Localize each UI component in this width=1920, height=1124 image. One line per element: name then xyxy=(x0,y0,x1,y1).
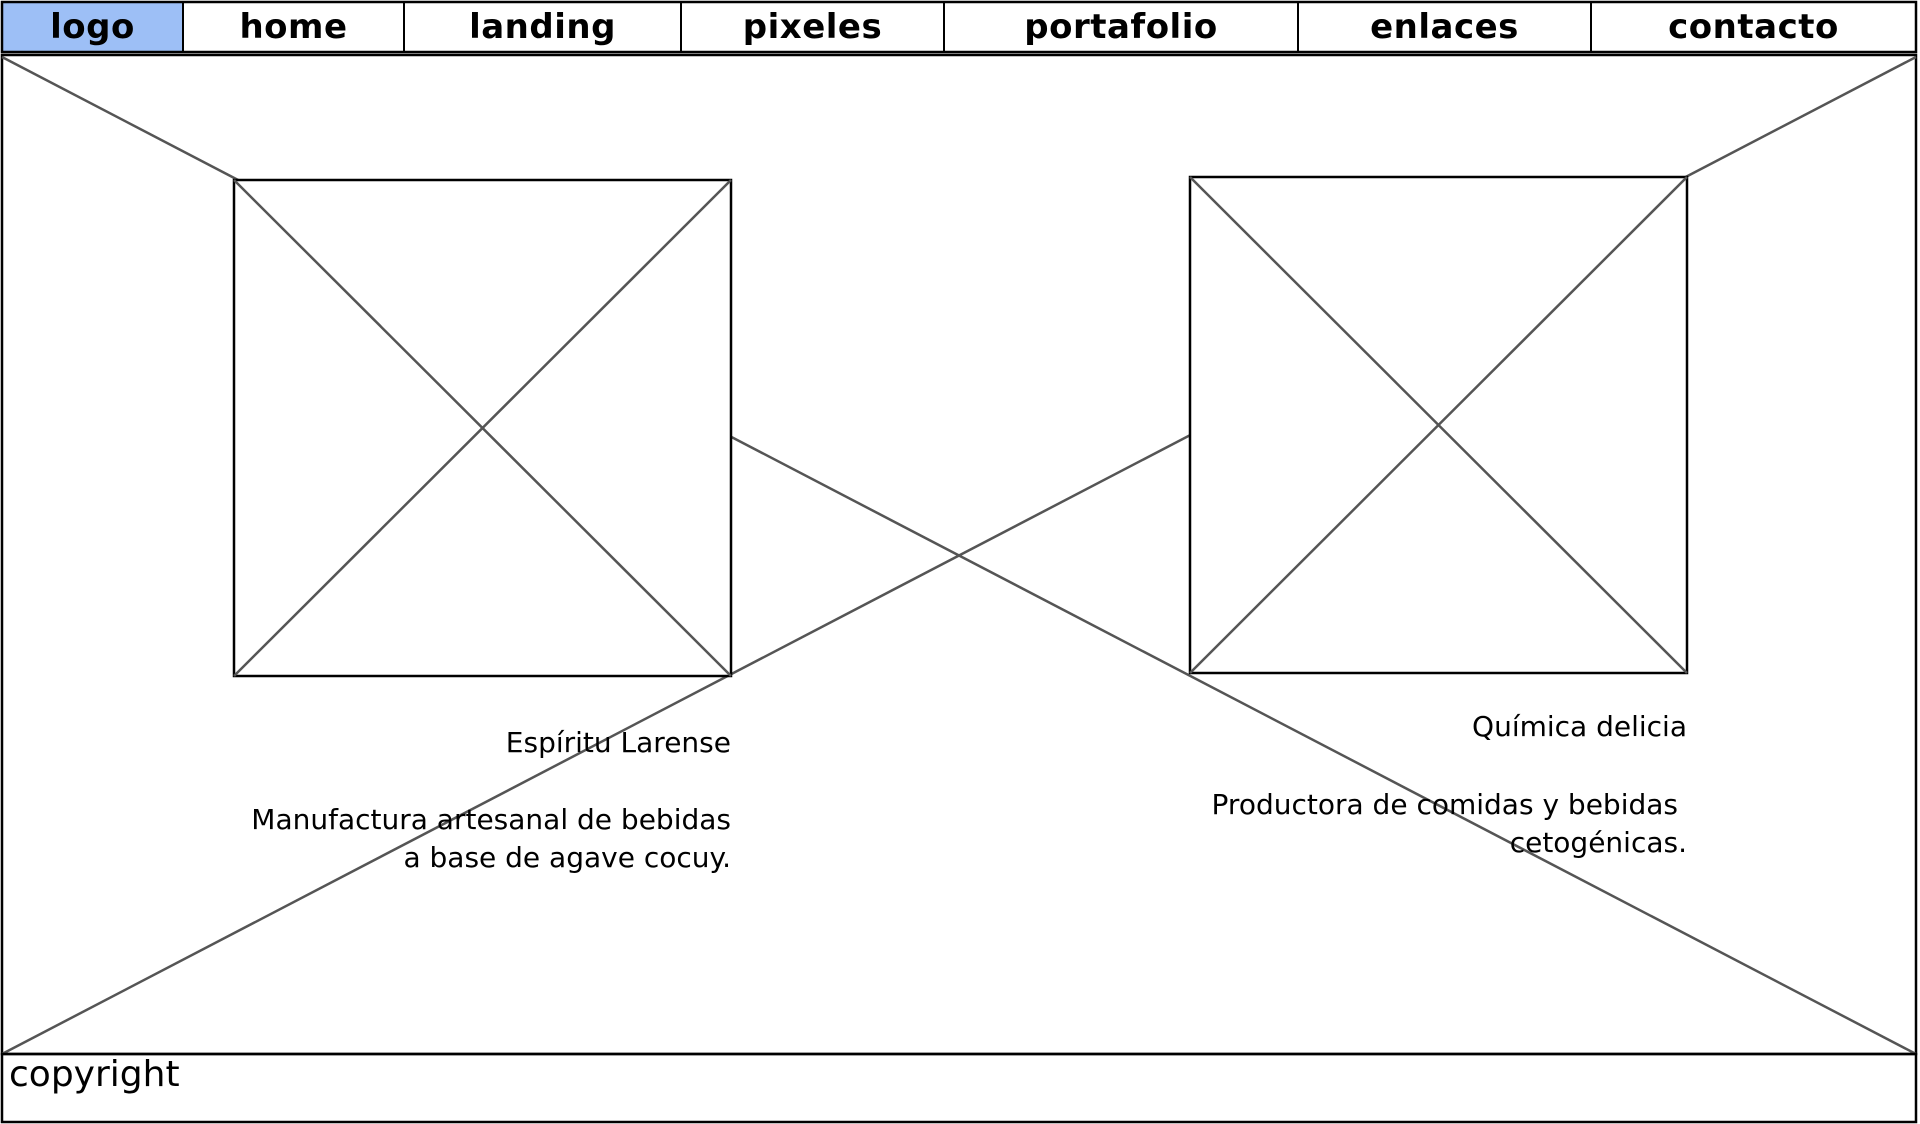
project-1-description-line-2: a base de agave cocuy. xyxy=(403,841,731,874)
nav-pixeles[interactable]: pixeles xyxy=(742,7,883,47)
project-1-description-line-1: Manufactura artesanal de bebidas xyxy=(251,803,731,836)
footer-copyright: copyright xyxy=(9,1054,180,1095)
nav-contacto[interactable]: contacto xyxy=(1668,7,1839,47)
project-2-placeholder-cross xyxy=(1189,176,1688,674)
nav-home[interactable]: home xyxy=(239,7,348,47)
nav-bar-frame xyxy=(0,0,1918,54)
footer-frame xyxy=(0,1052,1918,1124)
project-2-description-line-1: Productora de comidas y bebidas xyxy=(1211,788,1678,821)
project-2-description-line-2: cetogénicas. xyxy=(1509,826,1687,859)
project-1-title: Espíritu Larense xyxy=(505,726,731,759)
nav-portafolio[interactable]: portafolio xyxy=(1024,7,1218,47)
nav-landing[interactable]: landing xyxy=(469,7,616,47)
project-2-title: Química delicia xyxy=(1472,710,1687,743)
project-1-placeholder-cross xyxy=(233,179,732,677)
nav-enlaces[interactable]: enlaces xyxy=(1370,7,1519,47)
nav-logo-highlight xyxy=(2,2,183,52)
nav-logo[interactable]: logo xyxy=(50,7,135,47)
